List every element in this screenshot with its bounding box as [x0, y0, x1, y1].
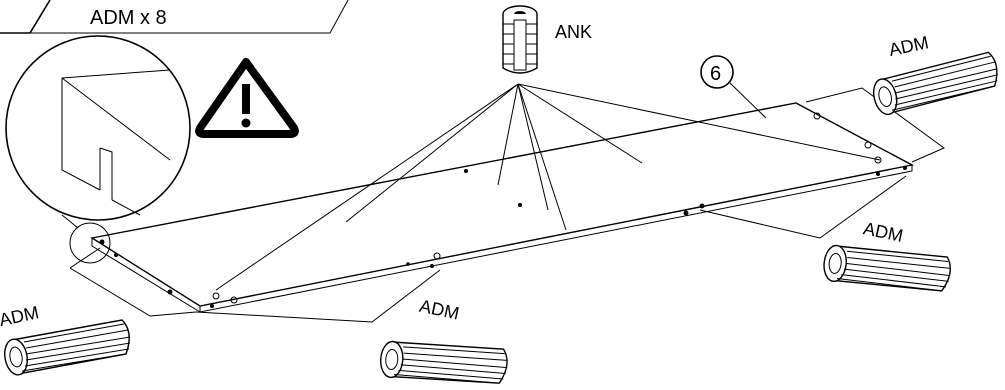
dowel-bottom-left: ADM	[0, 302, 131, 378]
dowel-right-middle: ADM	[815, 218, 956, 315]
panel-number: 6	[710, 63, 721, 85]
warning-triangle-icon	[195, 58, 299, 138]
quantity-header: ADM x 8	[0, 0, 349, 34]
anchor-leaders	[215, 83, 881, 291]
anchor-label: ANK	[555, 22, 592, 42]
dowel-label-1: ADM	[0, 302, 41, 330]
dowel-label-3: ADM	[862, 218, 905, 246]
dowel-top-right: ADM	[867, 32, 1001, 118]
dowel-leaders	[69, 87, 945, 323]
panel-number-callout: 6	[700, 55, 767, 119]
dowel-label-2: ADM	[418, 296, 461, 324]
magnified-notch-detail	[5, 35, 191, 264]
dowel-bottom-center: ADM	[372, 296, 513, 390]
dowel-label-4: ADM	[887, 32, 930, 60]
quantity-label: ADM x 8	[90, 7, 167, 29]
anchor-fitting: ANK	[502, 5, 592, 74]
